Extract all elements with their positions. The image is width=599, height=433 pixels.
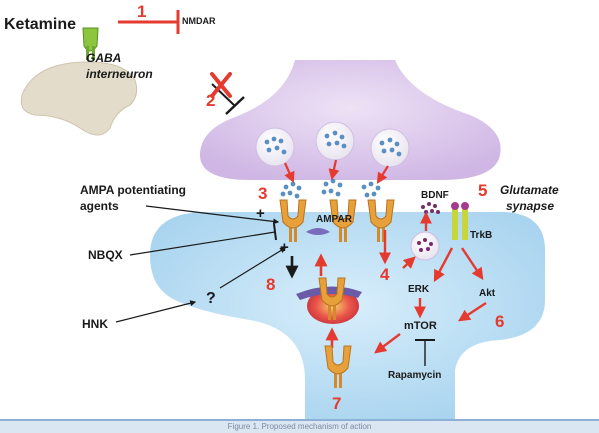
gaba-label: GABA — [86, 51, 121, 65]
gaba-output-line — [211, 83, 236, 107]
step-7: 7 — [332, 394, 341, 413]
vesicles — [255, 121, 410, 168]
step-5: 5 — [478, 181, 487, 200]
trkb-receptor — [451, 202, 469, 240]
ampa-pot-arrow — [145, 205, 280, 225]
ampar-label: AMPAR — [316, 214, 353, 225]
glutamate-release — [280, 178, 381, 199]
step-4: 4 — [380, 265, 390, 284]
gaba-interneuron — [20, 61, 138, 136]
figure-caption: Figure 1. Proposed mechanism of action — [0, 419, 599, 433]
plus-sign-bottom: + — [280, 239, 289, 256]
interneuron-label: interneuron — [86, 67, 153, 81]
block-x-icon — [210, 72, 232, 98]
rapamycin-label: Rapamycin — [388, 370, 441, 381]
hnk-arrow — [115, 300, 197, 323]
presynaptic-terminal — [200, 60, 501, 180]
potentiator-molecule — [306, 228, 330, 235]
nmdar-receptor — [82, 27, 99, 60]
trkb-label: TrkB — [470, 230, 492, 241]
nmdar-label: NMDAR — [182, 16, 216, 26]
glutamate-label: Glutamate — [500, 183, 559, 197]
agents-label: agents — [80, 199, 119, 213]
nbqx-inhibit-bar — [273, 223, 277, 241]
hnk-label: HNK — [82, 317, 108, 331]
mtor-to-synthesis-arrow — [374, 333, 401, 354]
endosome-membrane — [296, 286, 362, 300]
trkb-to-akt-arrow — [461, 247, 484, 280]
ampa-potentiating-label: AMPA potentiating — [80, 183, 186, 197]
ketamine-label: Ketamine — [4, 16, 76, 33]
question-to-receptor-arrow — [219, 247, 287, 289]
bdnf-vesicle — [410, 231, 440, 261]
receptor-to-bdnf-arrow — [402, 256, 416, 269]
step-1: 1 — [137, 2, 146, 21]
bdnf-label: BDNF — [421, 190, 449, 201]
nbqx-label: NBQX — [88, 248, 123, 262]
plus-sign-top: + — [256, 205, 265, 222]
bdnf-release-dots — [421, 202, 440, 214]
gaba-output-bar — [225, 96, 245, 115]
nbqx-inhibit-line — [129, 231, 276, 256]
release-arrows — [283, 159, 389, 184]
bdnf-vesicle-dots — [417, 238, 433, 252]
synapse-label: synapse — [506, 199, 554, 213]
question-mark: ? — [206, 290, 216, 307]
akt-label: Akt — [479, 288, 496, 299]
mtor-label: mTOR — [404, 320, 437, 332]
step-2: 2 — [206, 91, 215, 110]
step-6: 6 — [495, 312, 504, 331]
trkb-to-erk-arrow — [433, 247, 454, 283]
erk-label: ERK — [408, 284, 430, 295]
step-3: 3 — [258, 184, 267, 203]
akt-to-mtor-arrow — [457, 301, 487, 322]
step-8: 8 — [266, 275, 275, 294]
